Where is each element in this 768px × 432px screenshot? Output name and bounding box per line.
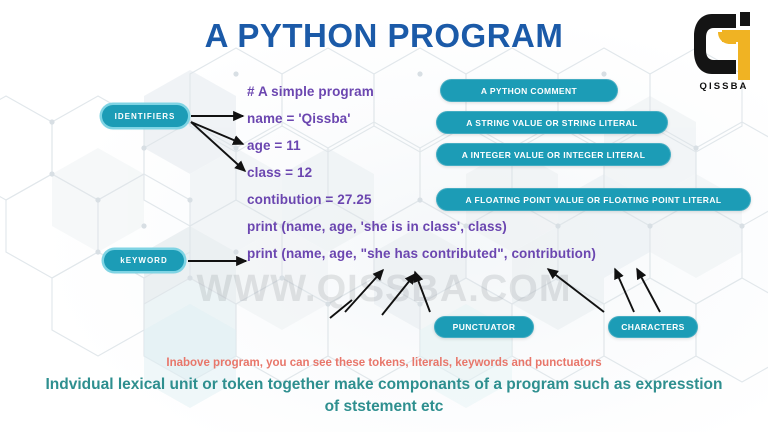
code-line-print-2: print (name, age, "she has contributed",… <box>247 246 596 261</box>
code-block: # A simple program name = 'Qissba' age =… <box>247 78 667 267</box>
label-punctuator-text: PUNCTUATOR <box>452 322 516 332</box>
label-string-literal-text: A STRING VALUE OR STRING LITERAL <box>466 117 638 128</box>
label-characters[interactable]: CHARACTERS <box>608 316 698 338</box>
label-string-literal[interactable]: A STRING VALUE OR STRING LITERAL <box>436 111 668 134</box>
logo-wordmark: QISSBA <box>699 81 749 92</box>
label-keyword[interactable]: kEYWORD <box>104 250 184 271</box>
label-characters-text: CHARACTERS <box>621 322 685 332</box>
page-title: A PYTHON PROGRAM <box>204 17 564 54</box>
label-integer-literal[interactable]: A INTEGER VALUE OR INTEGER LITERAL <box>436 143 671 166</box>
code-line-comment: # A simple program <box>247 84 374 99</box>
code-line-age: age = 11 <box>247 138 301 153</box>
qissba-logo-icon <box>694 12 750 80</box>
code-line-contibution: contibution = 27.25 <box>247 192 372 207</box>
code-line-class: class = 12 <box>247 165 313 180</box>
label-integer-literal-text: A INTEGER VALUE OR INTEGER LITERAL <box>461 149 646 160</box>
code-line-name: name = 'Qissba' <box>247 111 351 126</box>
code-line-print-1: print (name, age, 'she is in class', cla… <box>247 219 507 234</box>
label-punctuator[interactable]: PUNCTUATOR <box>434 316 534 338</box>
caption-lexical-unit: Indvidual lexical unit or token together… <box>45 376 723 415</box>
label-python-comment[interactable]: A PYTHON COMMENT <box>440 79 618 102</box>
label-floating-point-literal[interactable]: A FLOATING POINT VALUE OR FLOATING POINT… <box>436 188 751 211</box>
label-floating-point-literal-text: A FLOATING POINT VALUE OR FLOATING POINT… <box>465 194 722 205</box>
label-python-comment-text: A PYTHON COMMENT <box>480 85 578 96</box>
qissba-logo: QISSBA <box>692 8 756 94</box>
label-keyword-text: kEYWORD <box>120 256 168 265</box>
caption-tokens-note: Inabove program, you can see these token… <box>166 357 602 369</box>
label-identifiers[interactable]: IDENTIFIERS <box>102 105 188 127</box>
label-identifiers-text: IDENTIFIERS <box>114 111 176 121</box>
site-watermark: WWW.QISSBA.COM <box>196 268 572 310</box>
